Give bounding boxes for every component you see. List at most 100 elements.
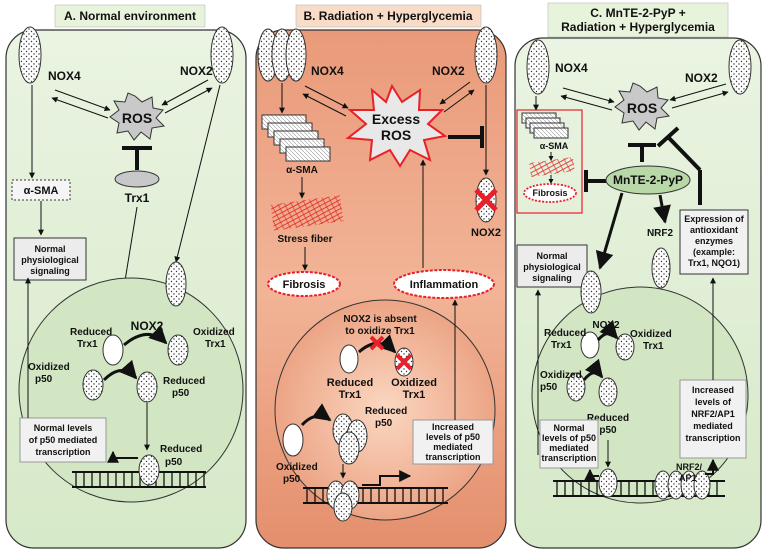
reduced-p50-dna-a-1: Reduced: [160, 444, 202, 455]
nox4-label-a: NOX4: [48, 69, 81, 83]
fibrosis-label-c: Fibrosis: [532, 188, 567, 198]
p50-transcription-c-2: levels of p50: [542, 433, 596, 443]
transcription-box-b: [412, 419, 494, 465]
nox2-oval-b: [474, 26, 498, 84]
panel-b-title-box: [295, 4, 482, 28]
panel-b: B. Radiation + Hyperglycemia NOX4 NOX2 E…: [255, 4, 507, 549]
trx1-oval-a: [114, 170, 160, 188]
transcription-b-3: mediated: [433, 442, 473, 452]
normal-signaling-box-a: [13, 237, 87, 281]
reduced-trx1-label-a-1: Reduced: [70, 327, 112, 338]
p50-transcription-c-3: mediated: [549, 443, 589, 453]
panel-a-title: A. Normal environment: [64, 9, 196, 23]
oxidized-p50-c-1: Oxidized: [540, 370, 582, 381]
nox2-label-c: NOX2: [685, 71, 718, 85]
excess-ros-label-2: ROS: [381, 127, 411, 143]
oxidized-p50-oval-a: [82, 369, 104, 401]
p50-dna-oval-c: [598, 468, 618, 498]
oxidized-trx1-oval-c: [615, 333, 635, 361]
nox2-label-b: NOX2: [432, 64, 465, 78]
reduced-trx1-oval-b: [339, 344, 359, 374]
reduced-trx1-b-2: Trx1: [339, 389, 362, 401]
panel-c-title-1: C. MnTE-2-PyP +: [590, 6, 685, 20]
stress-fiber-mesh-c: [529, 157, 575, 177]
oxidized-trx1-c-2: Trx1: [643, 341, 664, 352]
oxidized-p50-oval-c: [566, 372, 586, 402]
reduced-p50-c-1: Reduced: [587, 413, 629, 424]
panel-c: C. MnTE-2-PyP + Radiation + Hyperglycemi…: [514, 2, 762, 549]
oxidized-trx1-b-1: Oxidized: [391, 377, 437, 389]
antioxidant-5: Trx1, NQO1): [688, 258, 740, 268]
dna-c: [553, 480, 725, 497]
reduced-p50-dna-a-2: p50: [165, 457, 183, 468]
nrf2-transcription-2: levels of: [695, 397, 732, 407]
normal-signaling-c-1: Normal: [536, 251, 567, 261]
nox2-nucleus-oval-a: [165, 261, 187, 307]
reduced-p50-oval-b-3: [338, 431, 360, 465]
reduced-p50-oval-c: [598, 377, 618, 407]
reduced-p50-oval-a: [136, 371, 158, 403]
nrf2-transcription-1: Increased: [692, 385, 734, 395]
inflammation-label: Inflammation: [410, 279, 479, 291]
drug-label: MnTE-2-PyP: [613, 173, 683, 187]
nox2-oval-c: [728, 39, 752, 95]
panel-b-title: B. Radiation + Hyperglycemia: [303, 9, 472, 23]
nox2-absent-2: to oxidize Trx1: [345, 326, 415, 337]
asma-label-b: α-SMA: [286, 165, 318, 176]
oxidized-p50-label-a-1: Oxidized: [28, 362, 70, 373]
antioxidant-4: (example:: [693, 247, 735, 257]
reduced-trx1-b-1: Reduced: [327, 377, 373, 389]
dna-b: [303, 487, 448, 504]
antioxidant-1: Expression of: [684, 214, 745, 224]
transcription-b-1: Increased: [432, 422, 474, 432]
nox2-blocked-label: NOX2: [471, 227, 501, 239]
transcription-a-2: of p50 mediated: [29, 435, 98, 445]
fibrosis-burst-b: [267, 271, 341, 297]
normal-signaling-a-1: Normal: [34, 244, 65, 254]
oxidized-p50-c-2: p50: [540, 382, 558, 393]
nrf2-transcription-4: mediated: [693, 421, 733, 431]
antioxidant-box: [679, 209, 749, 275]
nrf2-ap1-oval-4: [693, 470, 711, 500]
nox4-label-c: NOX4: [555, 61, 588, 75]
normal-signaling-c-2: physiological: [523, 262, 581, 272]
oxidized-trx1-label-a-1: Oxidized: [193, 327, 235, 338]
panel-a-title-box: [54, 4, 206, 28]
excess-ros-burst: [345, 83, 448, 168]
oxidized-p50-b-1: Oxidized: [276, 462, 318, 473]
nrf2-transcription-3: NRF2/AP1: [691, 409, 735, 419]
excess-ros-label-1: Excess: [372, 111, 420, 127]
p50-dna-oval-b-3: [333, 492, 353, 522]
transcription-b-4: transcription: [425, 452, 480, 462]
oxidized-trx1-label-a-2: Trx1: [205, 339, 226, 350]
fibrosis-burst-c: [523, 183, 577, 203]
normal-signaling-box-c: [516, 244, 588, 288]
transcription-b-2: levels of p50: [426, 432, 480, 442]
nrf2-ap1-2: AP1: [679, 473, 697, 483]
reduced-trx1-oval-c: [580, 331, 600, 359]
normal-signaling-a-2: physiological: [21, 255, 79, 265]
asma-stack-b-5: [285, 146, 331, 162]
block-x-icon: [474, 188, 498, 212]
nox2-label-a: NOX2: [180, 64, 213, 78]
asma-stack-c-4: [533, 127, 569, 139]
oxidized-trx1-c-1: Oxidized: [630, 329, 672, 340]
p50-transcription-box-c: [539, 419, 599, 469]
nox4-label-b: NOX4: [311, 64, 344, 78]
mntepyp-oval: [605, 165, 691, 195]
transcription-box-a: [19, 417, 107, 463]
reduced-p50-c-2: p50: [599, 425, 617, 436]
oxidized-trx1-b-2: Trx1: [403, 389, 426, 401]
reduced-trx1-c-1: Reduced: [544, 328, 586, 339]
asma-label-a: α-SMA: [24, 185, 59, 197]
block-x-icon: [369, 335, 413, 371]
normal-signaling-a-3: signaling: [30, 266, 70, 276]
panel-c-title-box: [547, 2, 729, 38]
nrf2-oval: [651, 247, 671, 289]
p50-transcription-c-1: Normal: [553, 423, 584, 433]
asma-label-c: α-SMA: [540, 141, 569, 151]
reduced-trx1-oval-a: [102, 334, 124, 366]
asma-box-a: [11, 179, 71, 201]
transcription-a-1: Normal levels: [34, 423, 93, 433]
reduced-p50-b-1: Reduced: [365, 406, 407, 417]
